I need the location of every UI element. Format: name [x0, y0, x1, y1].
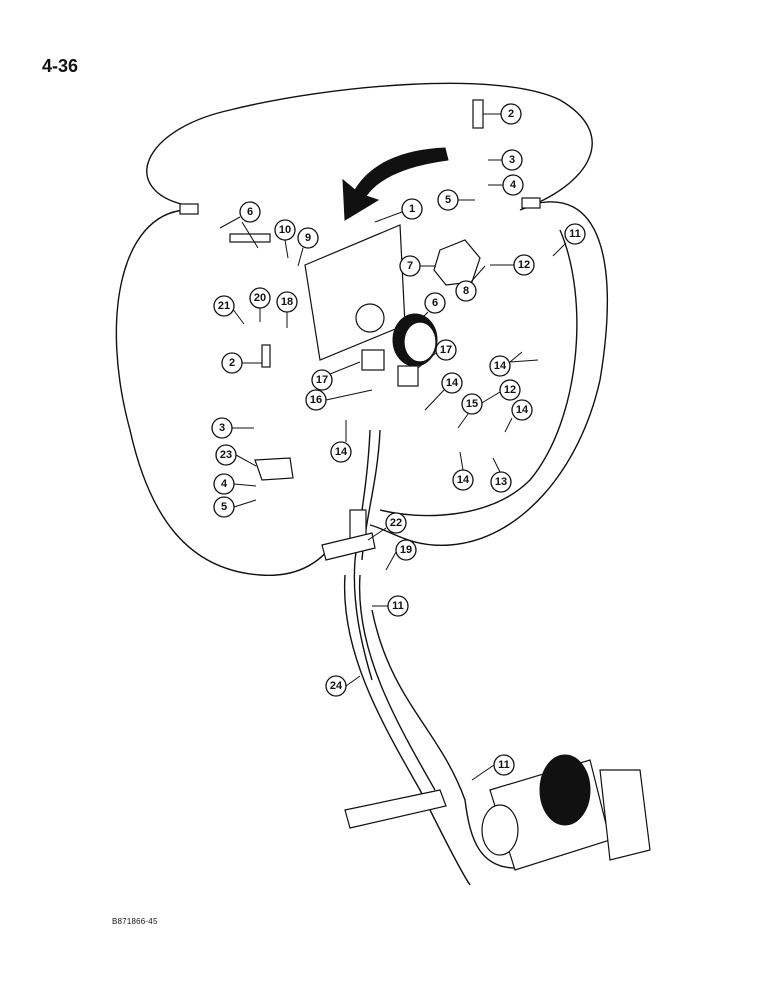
- callout-2-left: 2: [221, 352, 262, 374]
- svg-text:11: 11: [569, 228, 581, 240]
- harness-loop-outer: [115, 82, 593, 576]
- svg-text:18: 18: [281, 296, 293, 308]
- callout-23: 23: [215, 444, 257, 467]
- callout-5-left: 5: [213, 496, 257, 518]
- callout-11-mid: 11: [372, 595, 409, 617]
- svg-text:1: 1: [409, 203, 415, 215]
- svg-text:12: 12: [518, 259, 530, 271]
- callout-12-mid: 12: [479, 379, 521, 405]
- callout-6-gauge: 6: [419, 292, 446, 321]
- svg-text:14: 14: [516, 404, 529, 416]
- spacer-rod: [229, 233, 271, 243]
- svg-text:5: 5: [221, 501, 227, 513]
- callout-14-mid: 14: [424, 372, 463, 411]
- callout-3-left: 3: [211, 417, 254, 439]
- callout-17-right: 17: [417, 339, 457, 369]
- svg-text:10: 10: [279, 224, 291, 236]
- figure-code: B871866-45: [112, 917, 158, 926]
- callout-15: 15: [457, 393, 483, 429]
- callout-10: 10: [274, 219, 296, 259]
- svg-text:6: 6: [247, 206, 253, 218]
- callout-6-left: 6: [219, 201, 261, 249]
- direction-arrow: [342, 147, 449, 221]
- page-number: 4-36: [42, 56, 79, 76]
- callout-7: 7: [399, 255, 436, 277]
- callout-21: 21: [213, 295, 245, 325]
- svg-text:14: 14: [457, 474, 470, 486]
- relay: [433, 239, 481, 286]
- callout-20: 20: [249, 287, 271, 322]
- svg-text:11: 11: [392, 600, 404, 612]
- clamp: [254, 457, 294, 481]
- cable-11: [371, 609, 521, 869]
- tube-24: [343, 574, 471, 886]
- svg-text:13: 13: [495, 476, 507, 488]
- gauge-panel: [304, 224, 406, 361]
- connector-left: [179, 203, 199, 215]
- svg-text:14: 14: [494, 360, 507, 372]
- svg-text:2: 2: [229, 357, 235, 369]
- svg-text:6: 6: [432, 297, 438, 309]
- callout-12-top: 12: [490, 254, 535, 276]
- svg-text:5: 5: [445, 194, 451, 206]
- svg-text:24: 24: [330, 680, 343, 692]
- callout-19: 19: [385, 539, 417, 571]
- svg-text:14: 14: [446, 377, 459, 389]
- callout-4-left: 4: [213, 473, 257, 495]
- switch-right: [397, 365, 419, 387]
- harness-loop-inner: [379, 229, 578, 517]
- callout-14-right: 14: [504, 399, 533, 433]
- callout-2-top: 2: [483, 103, 522, 125]
- svg-text:20: 20: [254, 292, 266, 304]
- top-bolt: [472, 99, 484, 129]
- svg-text:16: 16: [310, 394, 322, 406]
- svg-text:3: 3: [219, 422, 225, 434]
- callout-11-bottom: 11: [471, 754, 515, 781]
- svg-text:4: 4: [510, 179, 517, 191]
- callout-14-left: 14: [330, 420, 352, 463]
- callout-13: 13: [490, 457, 512, 493]
- svg-text:19: 19: [400, 544, 412, 556]
- svg-text:17: 17: [316, 374, 328, 386]
- callout-1: 1: [374, 198, 423, 223]
- callout-17-left: 17: [311, 361, 361, 391]
- svg-text:21: 21: [218, 300, 230, 312]
- callout-22: 22: [367, 512, 407, 541]
- callout-9: 9: [297, 227, 319, 267]
- panel-cutout: [355, 303, 385, 333]
- callout-3-top: 3: [488, 149, 523, 171]
- callout-16: 16: [305, 389, 373, 411]
- connector-right: [521, 197, 541, 209]
- svg-text:9: 9: [305, 232, 311, 244]
- callout-14-bottom: 14: [452, 451, 474, 491]
- left-bolt: [261, 344, 271, 368]
- svg-text:2: 2: [508, 108, 514, 120]
- svg-text:12: 12: [504, 384, 516, 396]
- gauge-face: [403, 321, 437, 363]
- switch-left: [361, 349, 385, 371]
- svg-text:4: 4: [221, 478, 228, 490]
- callout-14-right-top: 14: [489, 351, 539, 377]
- harness-loop-right: [369, 201, 609, 547]
- svg-text:3: 3: [509, 154, 515, 166]
- callout-11-top: 11: [552, 223, 586, 257]
- svg-text:23: 23: [220, 449, 232, 461]
- starter-motor: [481, 754, 651, 871]
- callout-4-top: 4: [488, 174, 524, 196]
- svg-text:8: 8: [463, 285, 469, 297]
- callout-5-top: 5: [437, 189, 475, 211]
- tube-end: [344, 789, 447, 829]
- svg-text:22: 22: [390, 517, 402, 529]
- svg-text:7: 7: [407, 260, 413, 272]
- callout-24: 24: [325, 675, 361, 697]
- svg-text:17: 17: [440, 344, 452, 356]
- callout-8: 8: [455, 265, 486, 302]
- bracket-22: [321, 532, 376, 561]
- svg-text:15: 15: [466, 398, 478, 410]
- svg-text:11: 11: [498, 759, 510, 771]
- callout-18: 18: [276, 291, 298, 328]
- svg-text:14: 14: [335, 446, 348, 458]
